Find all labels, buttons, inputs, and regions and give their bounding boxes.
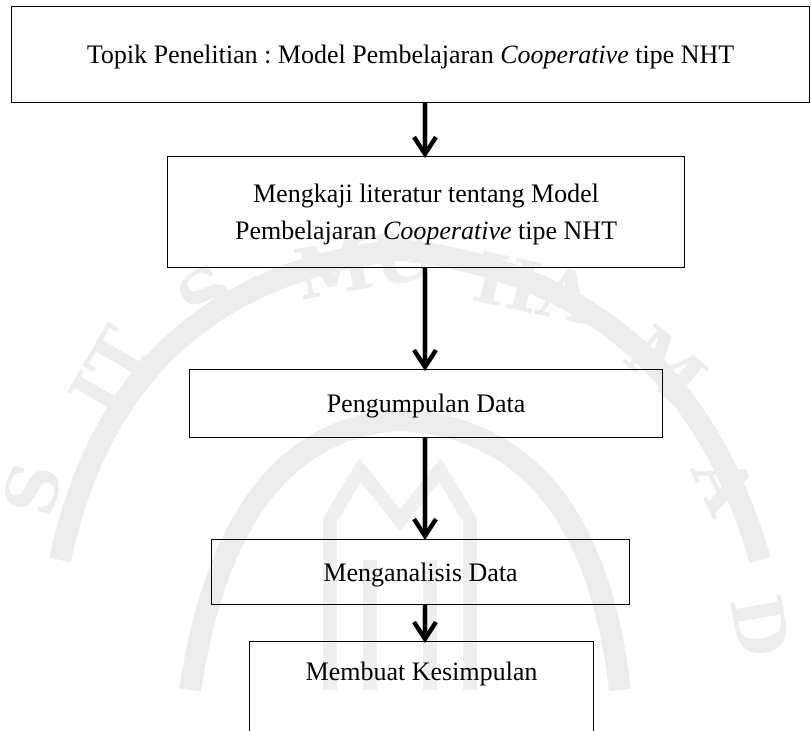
arrow-analysis-to-conclusion: [412, 605, 438, 644]
step-conclusion-box: Membuat Kesimpulan: [249, 641, 594, 731]
arrow-literature-to-collection: [412, 267, 438, 372]
step-data-analysis-label: Menganalisis Data: [323, 557, 518, 587]
step-data-collection-box: Pengumpulan Data: [189, 369, 663, 438]
step-literature-label: Mengkaji literatur tentang Model Pembela…: [235, 179, 617, 245]
arrow-collection-to-analysis: [412, 437, 438, 541]
step-data-analysis-box: Menganalisis Data: [211, 539, 630, 605]
step-topic-label: Topik Penelitian : Model Pembelajaran Co…: [86, 40, 735, 69]
step-data-collection-label: Pengumpulan Data: [326, 389, 526, 418]
step-literature-box: Mengkaji literatur tentang Model Pembela…: [167, 156, 685, 268]
step-topic-box: Topik Penelitian : Model Pembelajaran Co…: [11, 6, 810, 103]
arrow-topic-to-literature: [412, 103, 438, 159]
step-conclusion-label: Membuat Kesimpulan: [305, 657, 538, 686]
